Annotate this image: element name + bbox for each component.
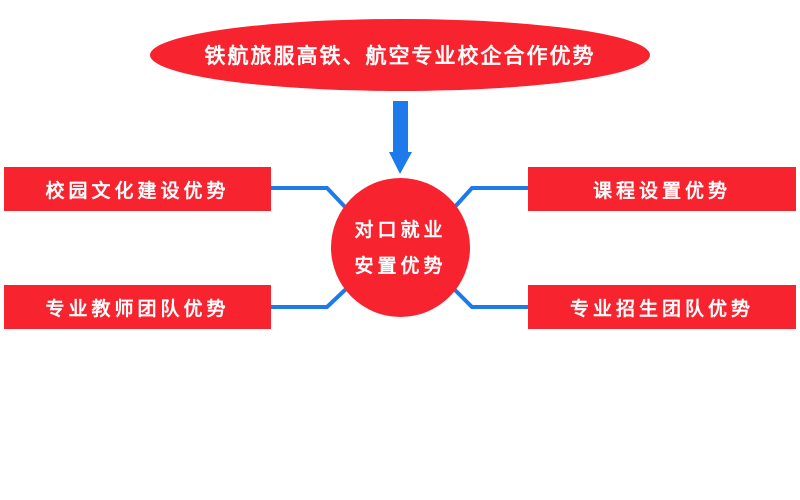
- center-line-1: 对口就业: [354, 218, 447, 241]
- connector-right-top: [451, 186, 528, 211]
- branch-left-bottom: 专业教师团队优势: [4, 285, 271, 329]
- branch-right-top-label: 课程设置优势: [592, 179, 731, 202]
- branch-left-top-label: 校园文化建设优势: [45, 179, 230, 202]
- branch-left-bottom-label: 专业教师团队优势: [45, 297, 230, 320]
- branch-right-top: 课程设置优势: [528, 167, 796, 211]
- connector-left-bottom: [271, 287, 348, 309]
- connector-left-top: [271, 186, 349, 211]
- top-title: 铁航旅服高铁、航空专业校企合作优势: [204, 43, 596, 68]
- branch-right-bottom: 专业招生团队优势: [528, 285, 796, 329]
- connector-right-bottom: [452, 287, 528, 309]
- center-circle: 对口就业 安置优势: [331, 178, 470, 317]
- top-ellipse: 铁航旅服高铁、航空专业校企合作优势: [150, 19, 650, 91]
- center-line-2: 安置优势: [354, 254, 447, 277]
- branch-left-top: 校园文化建设优势: [4, 167, 271, 211]
- arrow-down-icon: [389, 101, 412, 174]
- branch-right-bottom-label: 专业招生团队优势: [569, 297, 754, 320]
